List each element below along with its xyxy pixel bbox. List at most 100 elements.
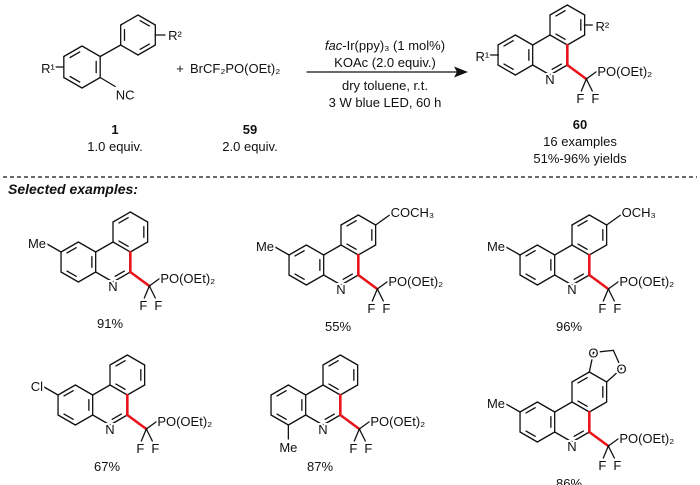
ring-bond (287, 384, 307, 396)
c-f-bond (353, 428, 360, 442)
nitrogen-label: N (108, 279, 117, 294)
ring-bond (120, 14, 139, 26)
double-bond-line (294, 249, 305, 257)
double-bond-line (503, 63, 514, 71)
ring-bond (519, 401, 539, 413)
ring-bond (60, 241, 80, 253)
double-bond-line (525, 430, 536, 438)
ring-bond (571, 244, 590, 256)
catalyst-prefix: fac (325, 38, 343, 53)
yield-label: 55% (325, 319, 351, 334)
reactant-equiv: 1.0 equiv. (87, 139, 142, 154)
ring-bond (270, 384, 290, 396)
ring-bond (554, 274, 573, 286)
double-bond-line (577, 400, 588, 408)
substituent-bond (505, 403, 521, 413)
reagent-equiv: 2.0 equiv. (222, 139, 277, 154)
ring-bond (357, 214, 377, 226)
reagent-id: 59 (243, 122, 257, 137)
c-f-bond (580, 78, 587, 92)
new-c-c-bond (357, 273, 379, 291)
double-bond-line (346, 219, 357, 227)
double-bond-line (276, 389, 287, 397)
ring-bond (532, 34, 551, 46)
phosphonate-label: PO(OEt)₂ (160, 271, 215, 286)
fluorine-label: F (598, 301, 606, 316)
ring-bond (566, 34, 586, 46)
c-p-bond (148, 277, 161, 287)
double-bond-line (69, 51, 81, 59)
substituent-label: Me (487, 396, 505, 411)
reagent-formula: BrCF₂PO(OEt)₂ (190, 61, 280, 76)
ring-bond (357, 244, 377, 256)
ring-bond (112, 241, 131, 253)
methyl-label: Me (279, 440, 297, 455)
new-c-c-bond (566, 63, 588, 81)
phosphonate-label: PO(OEt)₂ (597, 64, 652, 79)
substituent-bond (46, 243, 62, 253)
ring-bond (340, 274, 359, 286)
c-p-bond (585, 70, 598, 80)
ring-bond (120, 44, 139, 56)
c-f-bond (607, 288, 615, 302)
base-label: KOAc (2.0 equiv.) (334, 55, 436, 70)
fluorine-label: F (613, 458, 621, 473)
substituent-label: Me (256, 239, 274, 254)
top-substituent-label: OCH₃ (622, 205, 656, 220)
fluorine-label: F (151, 441, 159, 456)
double-bond-line (115, 359, 126, 367)
ring-bond (81, 45, 101, 58)
substituent-label: Cl (31, 379, 43, 394)
ring-bond (588, 214, 608, 226)
ring-bond (109, 384, 128, 396)
double-bond-line (577, 219, 588, 227)
ring-bond (77, 241, 97, 253)
solvent-label: dry toluene, r.t. (342, 78, 428, 93)
ring-bond (536, 244, 556, 256)
product-examples-count: 16 examples (543, 134, 617, 149)
c-p-bond (358, 420, 371, 430)
c-f-bond (145, 428, 153, 442)
product-id: 60 (573, 117, 587, 132)
fluorine-label: F (136, 441, 144, 456)
yield-label: 67% (94, 459, 120, 474)
nitrogen-label: N (336, 282, 345, 297)
ring-bond (322, 384, 341, 396)
ring-bond (74, 414, 94, 426)
ring-bond (536, 431, 556, 443)
ring-bond (63, 76, 83, 89)
c-p-bond (607, 437, 620, 447)
phosphonate-label: PO(OEt)₂ (370, 414, 425, 429)
double-bond-line (573, 273, 584, 281)
nitrogen-label: N (545, 72, 554, 87)
fluorine-label: F (576, 91, 584, 106)
ring-bond (109, 354, 128, 366)
ring-bond (571, 401, 590, 413)
ring-bond (588, 401, 608, 413)
ring-bond (126, 384, 146, 396)
double-bond-line (555, 9, 566, 17)
ring-bond (77, 271, 97, 283)
ring-bond (588, 244, 608, 256)
oxygen-label: O (616, 362, 626, 377)
ring-bond (112, 211, 131, 223)
yield-label: 96% (556, 319, 582, 334)
double-bond-line (346, 243, 357, 251)
r2-label: R² (168, 28, 182, 43)
fluorine-label: F (364, 441, 372, 456)
ring-bond (137, 44, 156, 56)
double-bond-line (66, 246, 77, 254)
double-bond-line (328, 383, 339, 391)
c-p-bond (607, 280, 620, 290)
ring-bond (571, 274, 590, 286)
ring-bond (549, 34, 568, 46)
fluorine-label: F (591, 91, 599, 106)
ring-bond (137, 14, 156, 26)
new-c-c-bond (588, 273, 610, 291)
ring-bond (340, 244, 359, 256)
nitrogen-label: N (567, 439, 576, 454)
